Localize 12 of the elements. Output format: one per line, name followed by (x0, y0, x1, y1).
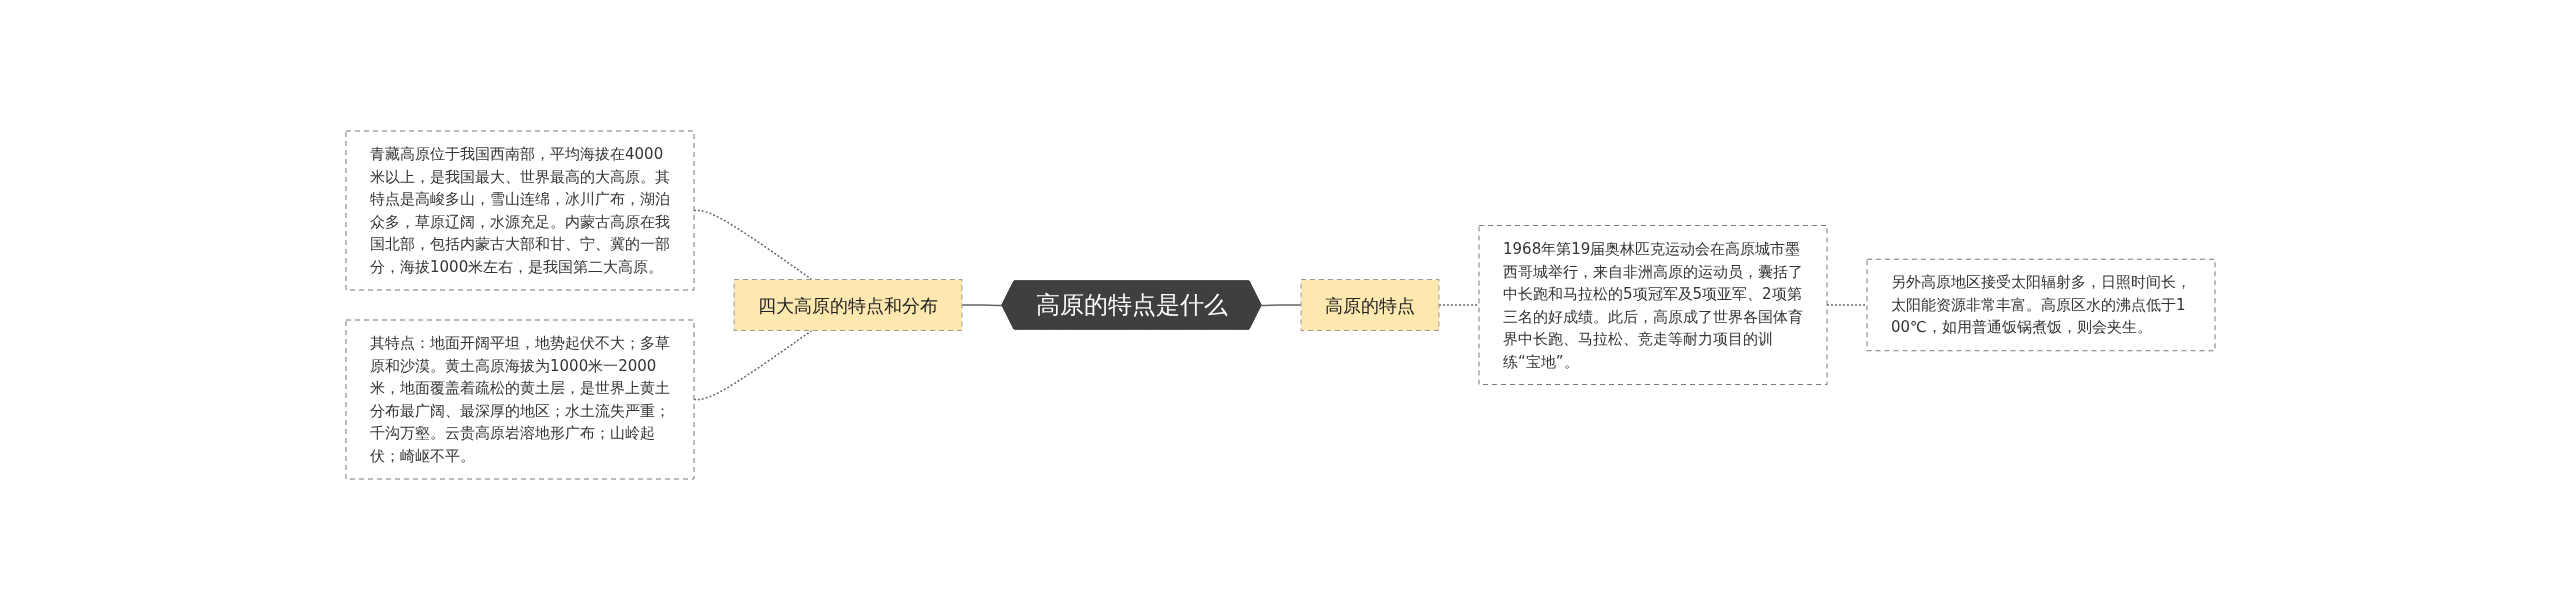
node-box: 高原的特点 (1300, 279, 1439, 331)
node-box: 青藏高原位于我国西南部，平均海拔在4000米以上，是我国最大、世界最高的大高原。其特点是高峻多山，雪山连绵，冰川广布，湖泊众多，草原辽阔，水源充足。内蒙古高原在我国北部，包括内蒙古大部和甘、宁、冀的一部分，海拔1000米左右，是我国第二大高原。 (345, 130, 694, 291)
connector (692, 209, 813, 281)
connector (960, 304, 1003, 307)
connector (1260, 304, 1302, 307)
connector (692, 329, 813, 401)
connector (1825, 304, 1868, 306)
node-box: 1968年第19届奥林匹克运动会在高原城市墨西哥城举行，来自非洲高原的运动员，囊括了中长跑和马拉松的5项冠军及5项亚军、2项第三名的好成绩。此后，高原成了世界各国体育界中长跑、马拉松、竞走等耐力项目的训练“宝地”。 (1478, 225, 1827, 385)
node-box: 四大高原的特点和分布 (733, 279, 962, 331)
connector (1437, 304, 1480, 306)
node-box: 其特点：地面开阔平坦，地势起伏不大；多草原和沙漠。黄土高原海拔为1000米一2000米，地面覆盖着疏松的黄土层，是世界上黄土分布最广阔、最深厚的地区；水土流失严重；千沟万壑。云贵高原岩溶地形广布；山岭起伏；崎岖不平。 (345, 319, 694, 480)
node-box: 另外高原地区接受太阳辐射多，日照时间长，太阳能资源非常丰富。高原区水的沸点低于100℃，如用普通饭锅煮饭，则会夹生。 (1866, 258, 2215, 352)
